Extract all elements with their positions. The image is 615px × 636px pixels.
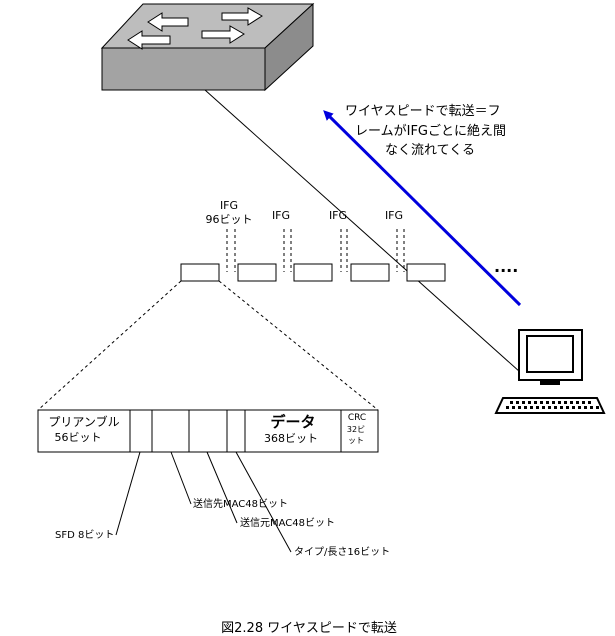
crc-bits-a: 32ビ [347, 425, 365, 434]
annotation-line-1: ワイヤスピードで転送＝フ [345, 104, 501, 119]
ifg-label-first: IFG [220, 199, 238, 212]
annotation-line-3: なく流れてくる [385, 143, 475, 158]
frame-detail [37, 409, 379, 453]
ifg-label: IFG [329, 209, 347, 222]
figure-caption: 図2.28 ワイヤスピードで転送 [221, 621, 397, 636]
wire-speed-arrow [323, 110, 522, 307]
type-length-callout: タイプ/長さ16ビット [294, 546, 390, 558]
sfd-callout: SFD 8ビット [55, 529, 114, 541]
callout-lines [115, 451, 292, 553]
data-bits: 368ビット [264, 432, 318, 445]
dst-mac-callout: 送信先MAC48ビット [193, 497, 288, 510]
crc-bits-b: ット [348, 436, 364, 445]
cable-line [204, 89, 521, 373]
ifg-markers [226, 229, 405, 272]
ifg-bits-first: 96ビット [206, 213, 253, 226]
ifg-label: IFG [385, 209, 403, 222]
switch-icon [100, 2, 315, 92]
frame-sequence [180, 263, 446, 282]
ifg-label: IFG [272, 209, 290, 222]
data-label: データ [270, 413, 315, 431]
computer-icon [494, 329, 606, 414]
ellipsis: .... [494, 257, 518, 276]
zoom-lines [37, 280, 379, 411]
preamble-label: プリアンブル [48, 414, 119, 429]
preamble-bits: 56ビット [55, 431, 102, 444]
annotation-line-2: レームがIFGごとに絶え間 [355, 123, 506, 139]
src-mac-callout: 送信元MAC48ビット [240, 516, 335, 529]
crc-label: CRC [348, 413, 366, 423]
